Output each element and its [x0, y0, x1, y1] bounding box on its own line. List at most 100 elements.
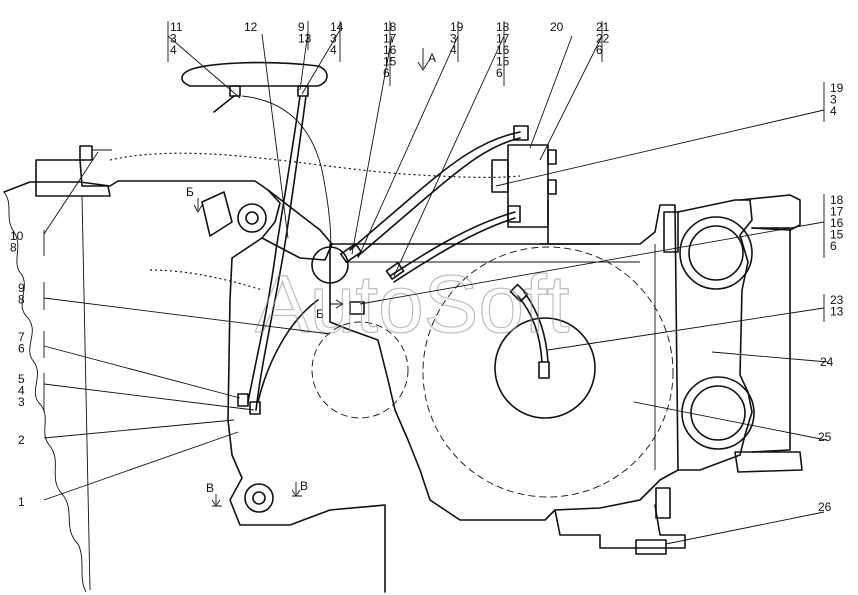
callout-line: 18	[383, 20, 397, 34]
reference-curve	[109, 152, 521, 178]
flange-block-upper	[663, 211, 679, 253]
callout-line: 4	[330, 43, 337, 57]
callout-line: 21	[596, 20, 610, 34]
axle-foot	[734, 451, 803, 473]
view-b-mid-label: Б	[316, 307, 324, 321]
callout-line: 3	[330, 32, 337, 46]
pipe-upper-fitting	[513, 125, 529, 141]
gear-hub-center	[494, 317, 596, 419]
callout-line: 23	[830, 293, 844, 307]
leader-c26	[665, 511, 825, 545]
leader-c19_top	[357, 35, 459, 259]
callout-line: 12	[244, 20, 258, 34]
callout-c26: 26	[818, 500, 832, 514]
hub-fitting-lower	[349, 301, 365, 315]
view-v-right-label: В	[300, 479, 308, 493]
support-bracket	[554, 504, 686, 549]
pipe-right-down-2	[523, 291, 549, 363]
callout-line: 3	[450, 32, 457, 46]
leader-c18_right	[359, 221, 825, 305]
callout-line: 10	[10, 229, 24, 243]
callout-line: 9	[18, 281, 25, 295]
callout-line: 16	[496, 43, 510, 57]
callout-line: 13	[298, 32, 312, 46]
seat-mount-left	[229, 85, 241, 97]
leader-c7_6	[43, 345, 241, 399]
valve-bracket	[539, 199, 601, 245]
callout-c1: 1	[18, 495, 25, 509]
left-fitting	[79, 145, 93, 161]
leader-c18_a	[351, 35, 393, 255]
callout-line: 18	[496, 20, 510, 34]
leader-c18_b	[393, 35, 505, 277]
callout-line: 19	[830, 81, 844, 95]
view-v-right-arrow	[291, 482, 302, 497]
gear-large	[422, 246, 674, 498]
hub-fitting-upper	[339, 242, 363, 264]
leader-c12	[261, 33, 289, 239]
valve-block-cap-2	[547, 179, 557, 195]
callout-line: 25	[818, 430, 832, 444]
callout-line: 18	[830, 193, 844, 207]
fitting-left-1	[237, 393, 249, 407]
callout-line: 3	[830, 93, 837, 107]
frame-outline	[3, 180, 386, 593]
bearing-upper	[679, 216, 753, 290]
callout-c25: 25	[818, 430, 832, 444]
callout-c21_22_6: 21 22 6	[596, 20, 610, 62]
callout-line: 4	[170, 43, 177, 57]
frame-break-left	[3, 191, 87, 593]
pipe-left-bottom	[257, 299, 319, 403]
callout-line: 15	[496, 55, 510, 69]
valve-block-cap-1	[547, 149, 557, 165]
leader-c14_3_4	[301, 29, 341, 95]
view-v-left-label: В	[206, 481, 214, 495]
callout-line: 20	[550, 20, 564, 34]
callout-c14_3_4: 14 3 4	[330, 20, 344, 62]
reference-curve-2	[149, 269, 263, 291]
callout-line: 14	[330, 20, 344, 34]
callout-line: 8	[18, 293, 25, 307]
callout-c19_top: 19 3 4	[450, 20, 464, 62]
cable-seat-to-bottom-2	[247, 95, 301, 403]
callout-line: 11	[170, 20, 183, 34]
callout-c7_6: 7 6	[18, 330, 45, 358]
callout-c9_13: 9 13	[298, 20, 312, 50]
pivot-plate	[201, 191, 233, 237]
leader-c2	[43, 419, 235, 439]
callout-line: 24	[820, 355, 834, 369]
leader-c21	[539, 35, 603, 161]
pivot-lower	[244, 483, 274, 513]
callout-line: 17	[383, 32, 397, 46]
callout-line: 17	[496, 32, 510, 46]
view-b-top-label: Б	[186, 185, 194, 199]
callout-c20: 20	[550, 20, 564, 34]
leader-c11_3_4	[167, 35, 241, 99]
gear-small-left	[311, 321, 409, 419]
support-foot-block	[635, 539, 667, 555]
pipe-right-fitting	[509, 283, 529, 303]
view-b-top-arrow	[193, 198, 203, 213]
callout-line: 6	[596, 43, 603, 57]
callout-line: 6	[830, 239, 837, 253]
callout-c23_13: 23 13	[823, 293, 844, 322]
callout-line: 19	[450, 20, 464, 34]
callout-line: 4	[450, 43, 457, 57]
callout-line: 22	[596, 32, 610, 46]
view-b-mid-arrow	[330, 299, 344, 309]
callout-line: 15	[830, 228, 844, 242]
callout-c18_right: 18 17 16 15 6	[823, 193, 844, 258]
leader-c24	[711, 351, 829, 363]
callout-line: 5	[18, 372, 25, 386]
fitting-left-2	[249, 401, 261, 415]
callout-c9_8: 9 8	[18, 281, 45, 310]
axle-plate-right	[751, 227, 791, 453]
valve-block	[507, 144, 549, 228]
pivot-upper-pin	[245, 211, 259, 225]
callout-line: 16	[383, 43, 397, 57]
leader-c25	[633, 401, 827, 441]
pivot-upper	[237, 203, 267, 233]
callout-line: 7	[18, 330, 25, 344]
callout-line: 3	[18, 395, 25, 409]
